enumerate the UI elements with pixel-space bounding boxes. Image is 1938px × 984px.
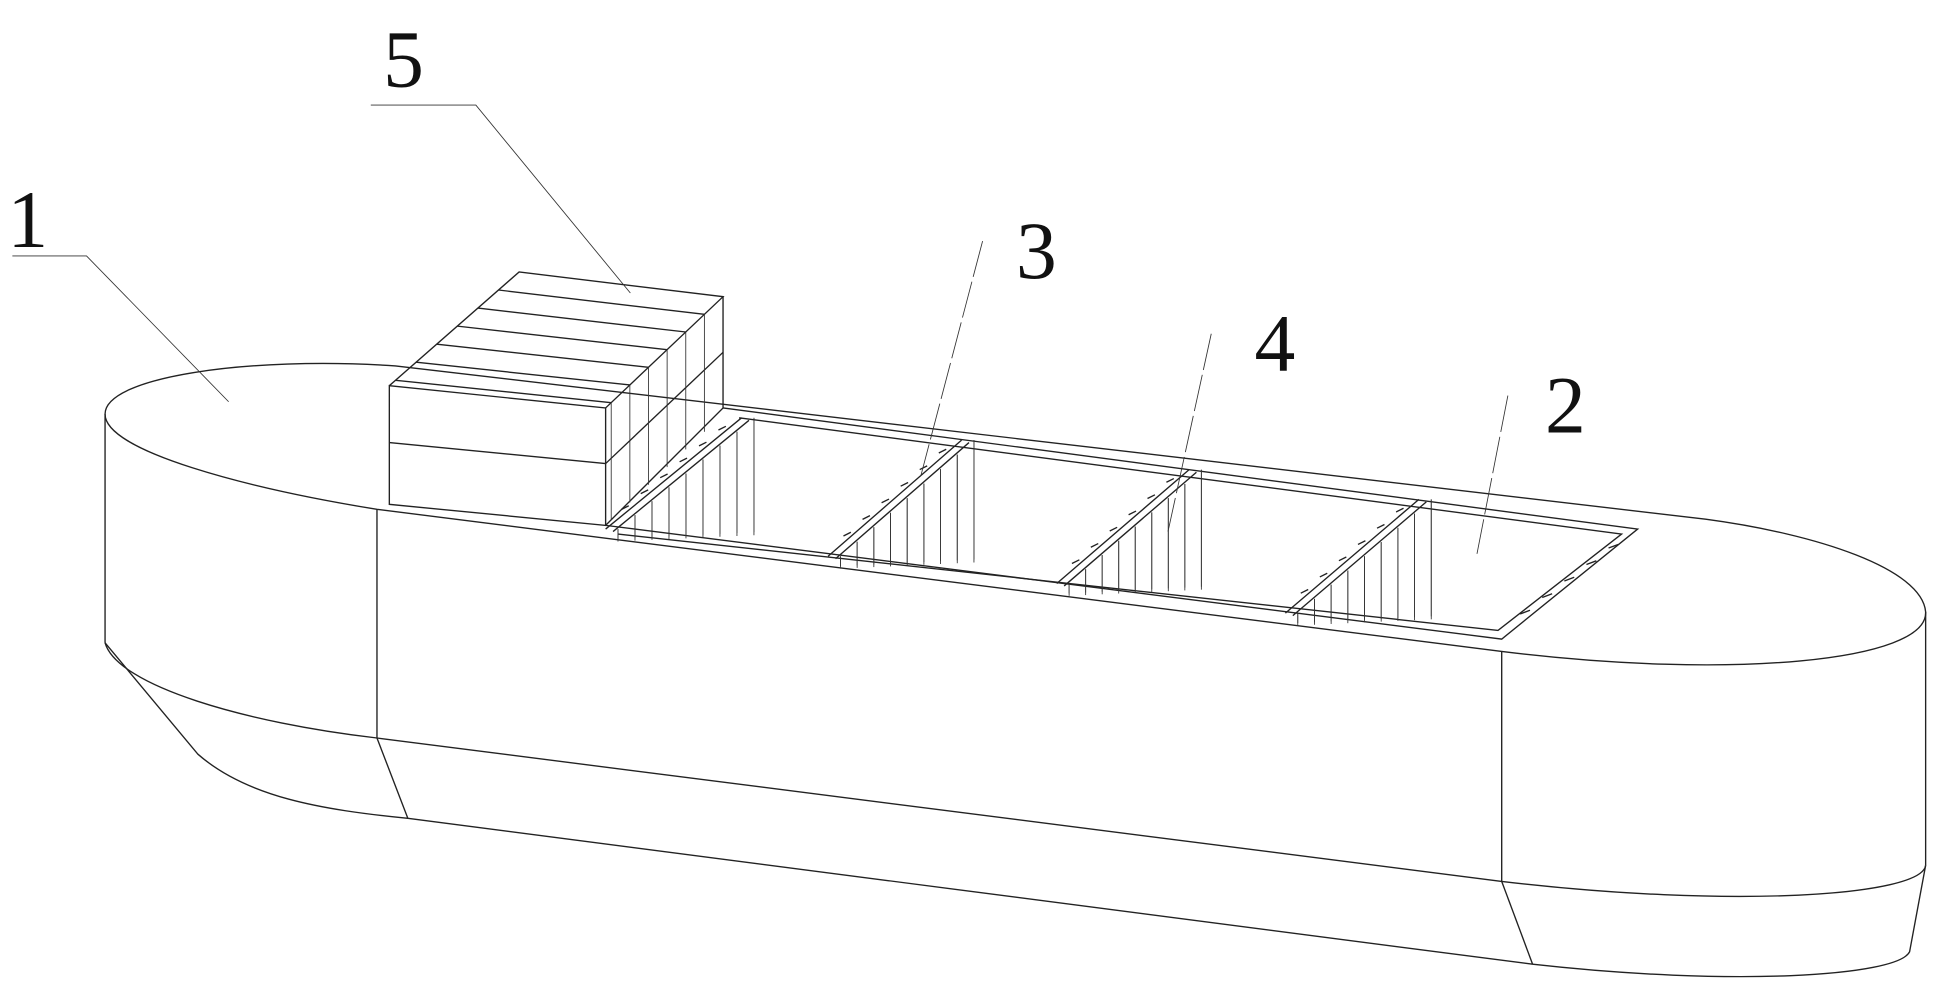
container-divider — [396, 380, 612, 402]
bolt — [699, 442, 706, 446]
container-divider — [416, 362, 630, 385]
bolt — [843, 532, 850, 536]
bolt — [718, 426, 725, 430]
bolt — [901, 482, 908, 486]
bolt — [1091, 544, 1098, 548]
partition-bar — [828, 440, 961, 556]
container-divider — [457, 326, 667, 350]
container-divider — [437, 344, 649, 367]
label-2: 2 — [1545, 360, 1586, 451]
bolt — [863, 516, 870, 520]
bolt — [1339, 557, 1346, 561]
hull — [105, 363, 1926, 976]
partition-bar-edge — [1293, 502, 1426, 616]
bolt — [1320, 573, 1327, 577]
bolt — [660, 474, 667, 478]
label-3: 3 — [1016, 205, 1057, 296]
partition-bar — [606, 418, 742, 529]
bolt — [1110, 527, 1117, 531]
bolt — [1072, 560, 1079, 564]
bolt — [1166, 479, 1173, 483]
bolt — [1358, 541, 1365, 545]
bolt — [1148, 495, 1155, 499]
partition-bar-edge — [1064, 472, 1196, 586]
container-divider — [499, 290, 705, 314]
bolt — [1301, 589, 1308, 593]
partition-bar-edge — [836, 443, 969, 559]
bolt — [1377, 524, 1384, 528]
bolt — [1129, 511, 1136, 515]
container-divider — [478, 308, 686, 332]
bolt — [641, 490, 648, 494]
label-1: 1 — [7, 174, 48, 265]
bolt — [939, 449, 946, 453]
bolt — [882, 499, 889, 503]
partition-bar — [1285, 499, 1418, 613]
bolt — [1396, 508, 1403, 512]
label-5: 5 — [383, 14, 424, 105]
label-4: 4 — [1255, 298, 1296, 389]
bolt — [680, 458, 687, 462]
